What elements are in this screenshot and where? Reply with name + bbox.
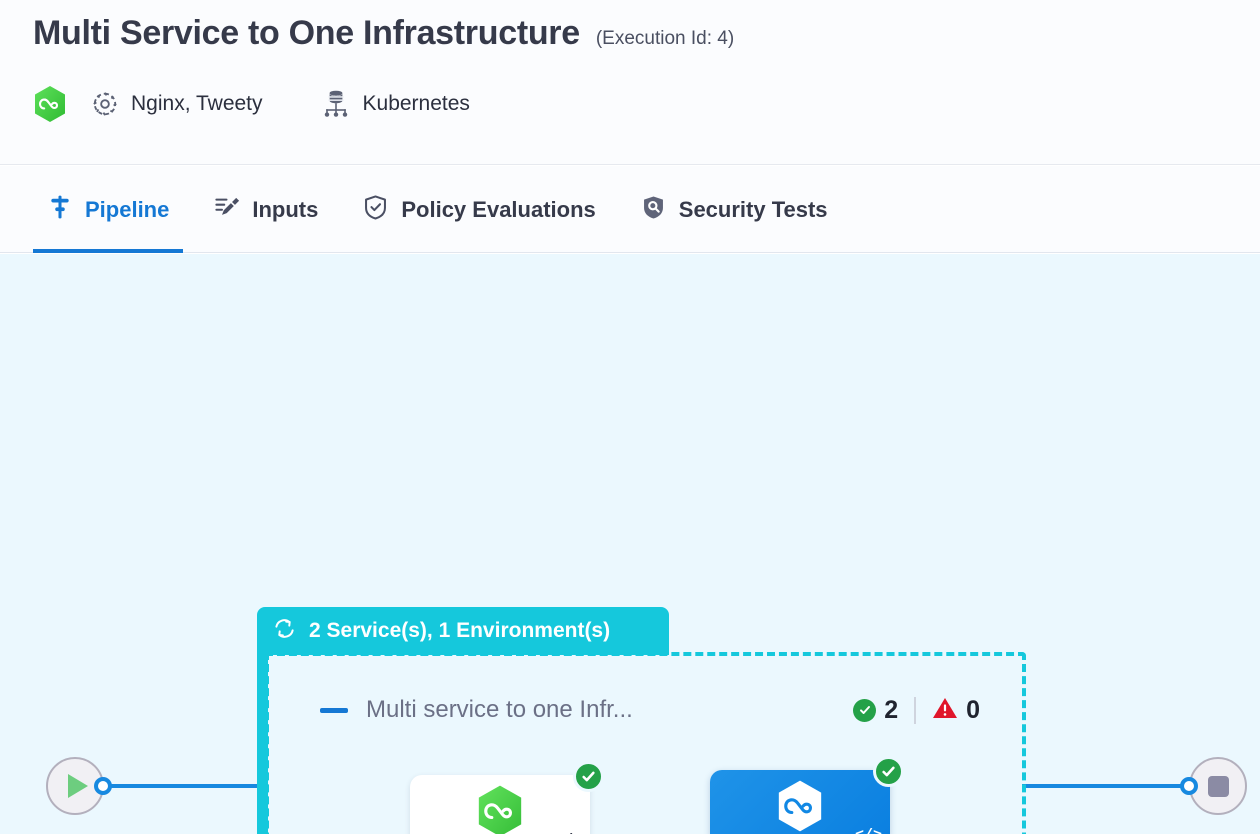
tab-policy-evaluations[interactable]: Policy Evaluations bbox=[348, 166, 609, 253]
kubernetes-icon bbox=[323, 89, 349, 119]
tab-security-tests[interactable]: Security Tests bbox=[626, 166, 842, 253]
page-header: Multi Service to One Infrastructure (Exe… bbox=[0, 0, 1260, 165]
loop-repeat-icon bbox=[272, 616, 297, 646]
check-circle-icon bbox=[853, 698, 877, 722]
pipeline-icon bbox=[47, 194, 73, 225]
group-counters: 2 0 bbox=[853, 696, 980, 725]
code-icon[interactable]: </> bbox=[555, 832, 582, 834]
warning-triangle-icon bbox=[932, 696, 958, 725]
edge-start-to-group bbox=[98, 784, 268, 788]
start-node[interactable] bbox=[46, 757, 104, 815]
pipeline-canvas[interactable]: 2 Service(s), 1 Environment(s) Multi ser… bbox=[0, 254, 1260, 834]
hexagon-infinity-icon bbox=[776, 779, 824, 834]
check-circle-icon bbox=[873, 756, 904, 787]
check-circle-icon bbox=[573, 761, 604, 792]
success-counter: 2 bbox=[853, 696, 898, 725]
tab-label: Policy Evaluations bbox=[401, 196, 596, 222]
hexagon-infinity-icon bbox=[33, 85, 67, 123]
tab-bar: Pipeline Inputs Policy Evaluations bbox=[0, 166, 1260, 253]
start-node-handle[interactable] bbox=[94, 777, 112, 795]
minus-icon[interactable] bbox=[320, 707, 348, 713]
service-card-tweety[interactable]: </> bbox=[710, 756, 904, 834]
shield-check-icon bbox=[362, 194, 389, 226]
group-title-row: Multi service to one Infr... 2 bbox=[320, 692, 980, 728]
stop-icon bbox=[1207, 775, 1229, 797]
group-container[interactable] bbox=[265, 652, 1026, 834]
infrastructure-label: Kubernetes bbox=[362, 92, 470, 115]
warning-count: 0 bbox=[966, 695, 980, 724]
end-node-handle[interactable] bbox=[1180, 777, 1198, 795]
play-icon bbox=[67, 774, 88, 798]
edge-group-to-end bbox=[1022, 784, 1192, 788]
tab-label: Inputs bbox=[252, 196, 319, 222]
warning-counter: 0 bbox=[932, 696, 980, 725]
group-accent-bar bbox=[257, 649, 268, 834]
service-card-nginx[interactable]: </> bbox=[410, 761, 604, 834]
magic-wand-icon bbox=[213, 194, 240, 226]
page-title: Multi Service to One Infrastructure bbox=[33, 14, 580, 52]
success-count: 2 bbox=[884, 695, 899, 724]
meta-row: Nginx, Tweety Kubernetes bbox=[33, 85, 470, 123]
end-node[interactable] bbox=[1189, 757, 1247, 815]
tab-label: Pipeline bbox=[85, 196, 170, 222]
tab-pipeline[interactable]: Pipeline bbox=[33, 166, 184, 253]
group-header-label: 2 Service(s), 1 Environment(s) bbox=[309, 619, 611, 642]
gear-icon bbox=[91, 90, 119, 118]
services-label: Nginx, Tweety bbox=[131, 92, 263, 115]
tab-label: Security Tests bbox=[678, 196, 828, 222]
code-icon[interactable]: </> bbox=[855, 827, 882, 834]
group-name: Multi service to one Infr... bbox=[366, 696, 633, 723]
hexagon-infinity-icon bbox=[476, 784, 524, 834]
counter-divider bbox=[914, 696, 917, 724]
tab-inputs[interactable]: Inputs bbox=[199, 166, 332, 253]
execution-id: (Execution Id: 4) bbox=[595, 28, 735, 49]
group-header[interactable]: 2 Service(s), 1 Environment(s) bbox=[257, 607, 669, 655]
title-row: Multi Service to One Infrastructure (Exe… bbox=[33, 14, 734, 53]
shield-search-icon bbox=[640, 194, 667, 226]
